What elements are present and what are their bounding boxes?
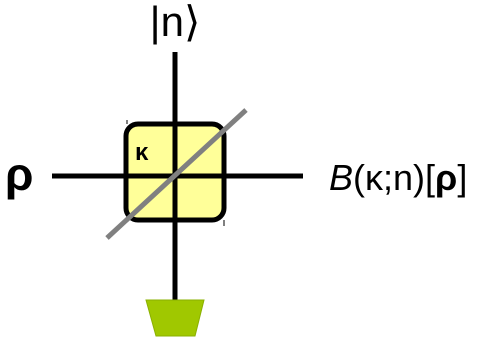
left-label-rho: ρ [5, 148, 33, 200]
right-label-output: B(κ;n)[ρ] [329, 157, 467, 198]
detector-icon [145, 299, 205, 337]
right-label-args: (κ;n)[ [353, 157, 435, 198]
right-label-close: ] [457, 157, 467, 198]
box-label-kappa: κ [135, 139, 149, 166]
beam-splitter-line [105, 108, 248, 240]
right-label-b: B [329, 157, 353, 198]
right-label-rho: ρ [435, 157, 457, 198]
top-label-ket-n: |n⟩ [150, 0, 201, 45]
